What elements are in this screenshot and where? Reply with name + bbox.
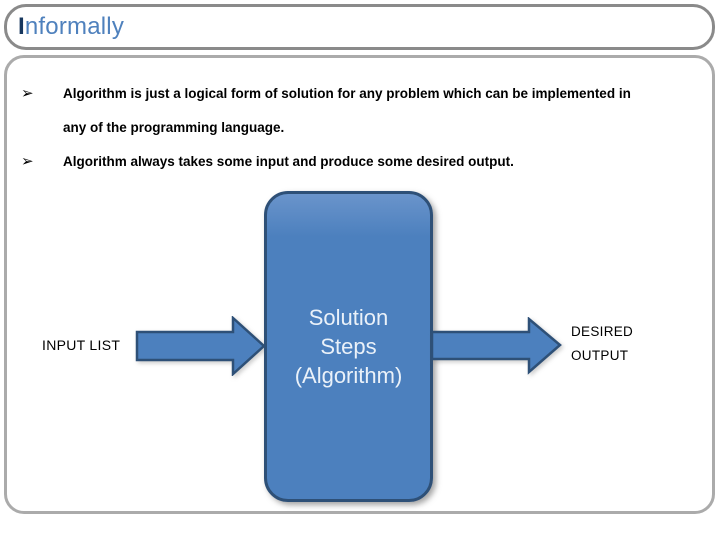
- algorithm-process-box: Solution Steps (Algorithm): [264, 191, 433, 502]
- bullet-text-line: any of the programming language.: [63, 120, 285, 135]
- process-box-line: Steps: [320, 334, 377, 359]
- flow-arrow-right-icon: [135, 316, 266, 376]
- flow-arrow-right-icon: [431, 317, 562, 375]
- title-initial-letter: I: [18, 13, 25, 40]
- bullet-item: ➢ Algorithm always takes some input and …: [21, 145, 698, 179]
- output-label-line: OUTPUT: [571, 348, 629, 363]
- arrow-bullet-icon: ➢: [21, 85, 34, 102]
- bullet-text-line: Algorithm is just a logical form of solu…: [63, 86, 631, 101]
- process-box-line: (Algorithm): [294, 363, 403, 388]
- process-box-line: Solution: [308, 305, 389, 330]
- arrow-bullet-icon: ➢: [21, 153, 34, 170]
- bullet-text: Algorithm always takes some input and pr…: [63, 145, 514, 179]
- input-list-label: INPUT LIST: [42, 337, 121, 353]
- bullet-text: Algorithm is just a logical form of solu…: [63, 77, 631, 145]
- slide-title-bar: Informally: [4, 4, 715, 50]
- output-label-line: DESIRED: [571, 324, 634, 339]
- bullet-list: ➢ Algorithm is just a logical form of so…: [21, 77, 698, 179]
- bullet-item: ➢ Algorithm is just a logical form of so…: [21, 77, 698, 145]
- desired-output-label: DESIRED OUTPUT: [571, 320, 633, 368]
- page-title: Informally: [7, 13, 124, 41]
- bullet-text-line: Algorithm always takes some input and pr…: [63, 154, 514, 169]
- title-rest: nformally: [24, 13, 125, 40]
